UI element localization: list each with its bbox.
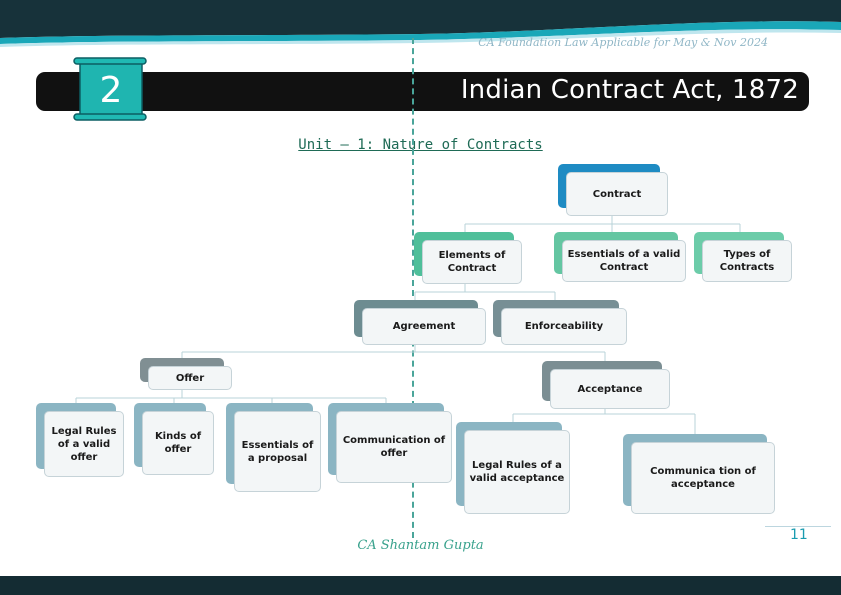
chapter-scroll-icon: [73, 57, 147, 121]
footer-author: CA Shantam Gupta: [357, 538, 484, 553]
center-dashed-divider: [412, 38, 414, 538]
node-types-of-contracts: Types of Contracts: [694, 232, 792, 282]
node-elements-of-contract: Elements of Contract: [414, 232, 522, 284]
node-communication-acceptance: Communica tion of acceptance: [623, 434, 775, 514]
chapter-title: Indian Contract Act, 1872: [460, 75, 799, 105]
node-acceptance: Acceptance: [542, 361, 670, 409]
node-legal-rules-acceptance: Legal Rules of a valid acceptance: [456, 422, 570, 514]
header-subtitle: CA Foundation Law Applicable for May & N…: [478, 36, 768, 49]
node-agreement: Agreement: [354, 300, 486, 345]
node-kinds-of-offer: Kinds of offer: [134, 403, 214, 475]
node-offer: Offer: [140, 358, 232, 390]
header-wave: [0, 0, 841, 47]
node-essentials-proposal: Essentials of a proposal: [226, 403, 321, 492]
node-contract: Contract: [558, 164, 668, 216]
node-communication-offer: Communication of offer: [328, 403, 452, 483]
footer-bar: [0, 576, 841, 595]
unit-title: Unit – 1: Nature of Contracts: [298, 137, 543, 153]
chapter-number: 2: [99, 70, 123, 111]
chapter-title-bar: Indian Contract Act, 1872: [36, 72, 809, 111]
page-number: 11: [790, 527, 808, 543]
page-number-rule: [765, 526, 831, 527]
node-legal-rules-offer: Legal Rules of a valid offer: [36, 403, 124, 477]
node-enforceability: Enforceability: [493, 300, 627, 345]
node-essentials-valid-contract: Essentials of a valid Contract: [554, 232, 686, 282]
